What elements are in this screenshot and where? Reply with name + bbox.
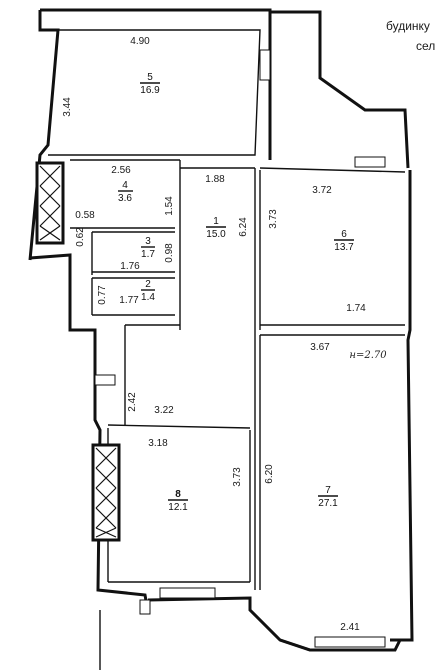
room-area: 1.4 xyxy=(141,292,155,303)
caption-line-1: будинку xyxy=(386,19,430,33)
dimension: 3.72 xyxy=(312,185,332,196)
window-room-5 xyxy=(259,49,271,81)
exterior-walls xyxy=(28,8,414,670)
shaft-upper-hatch xyxy=(39,165,61,241)
shaft-lower xyxy=(91,443,121,542)
dimension: 6.24 xyxy=(238,217,249,237)
dimension: 1.77 xyxy=(119,295,139,306)
room-number: 2 xyxy=(145,279,151,290)
dimension: 0.77 xyxy=(97,285,108,305)
room-number: 4 xyxy=(122,180,128,191)
ceiling-height-note: н=2.70 xyxy=(349,350,387,361)
room-number: 3 xyxy=(145,236,151,247)
dimension: 1.54 xyxy=(164,196,175,216)
room-number: 8 xyxy=(175,489,181,500)
shaft-lower-hatch xyxy=(95,447,117,538)
room-area: 13.7 xyxy=(334,242,354,253)
dimension: 3.44 xyxy=(62,97,73,117)
room-area: 1.7 xyxy=(141,249,155,260)
dimension: 0.98 xyxy=(164,243,175,263)
room-number: 6 xyxy=(341,229,347,240)
room-labels: 5 16.9 4 3.6 3 1.7 2 1.4 1 15.0 6 13.7 7… xyxy=(118,72,354,513)
dimension: 1.76 xyxy=(120,261,140,272)
dimension: 3.22 xyxy=(154,405,174,416)
interior-walls xyxy=(48,29,406,590)
dimension: 1.88 xyxy=(205,174,225,185)
dimension: 1.74 xyxy=(346,303,366,314)
shaft-upper xyxy=(35,161,65,245)
windows xyxy=(94,49,386,648)
dimension: 2.56 xyxy=(111,165,131,176)
room-number: 1 xyxy=(213,216,219,227)
dimension: 3.73 xyxy=(232,467,243,487)
door-corridor xyxy=(94,374,116,386)
room-area: 27.1 xyxy=(318,498,338,509)
window-room-8 xyxy=(159,587,216,599)
dimension: 4.90 xyxy=(130,36,150,47)
door-entrance xyxy=(139,599,151,615)
dimension: 0.62 xyxy=(75,227,86,247)
window-room-6 xyxy=(354,156,386,168)
dimension: 2.41 xyxy=(340,622,360,633)
room-area: 16.9 xyxy=(140,85,160,96)
dimension-labels: 4.90 3.44 2.56 0.58 1.54 0.62 0.98 1.76 … xyxy=(62,36,387,633)
dimension: 3.73 xyxy=(268,209,279,229)
dimension: 2.42 xyxy=(127,392,138,412)
room-number: 5 xyxy=(147,72,153,83)
caption-line-2: сел xyxy=(416,39,435,53)
room-area: 3.6 xyxy=(118,193,132,204)
room-area: 15.0 xyxy=(206,229,226,240)
room-number: 7 xyxy=(325,485,331,496)
window-room-7 xyxy=(314,636,386,648)
dimension: 3.67 xyxy=(310,342,330,353)
dimension: 0.58 xyxy=(75,210,95,221)
dimension: 6.20 xyxy=(264,464,275,484)
dimension: 3.18 xyxy=(148,438,168,449)
room-area: 12.1 xyxy=(168,502,188,513)
ventilation-shafts xyxy=(35,161,121,542)
